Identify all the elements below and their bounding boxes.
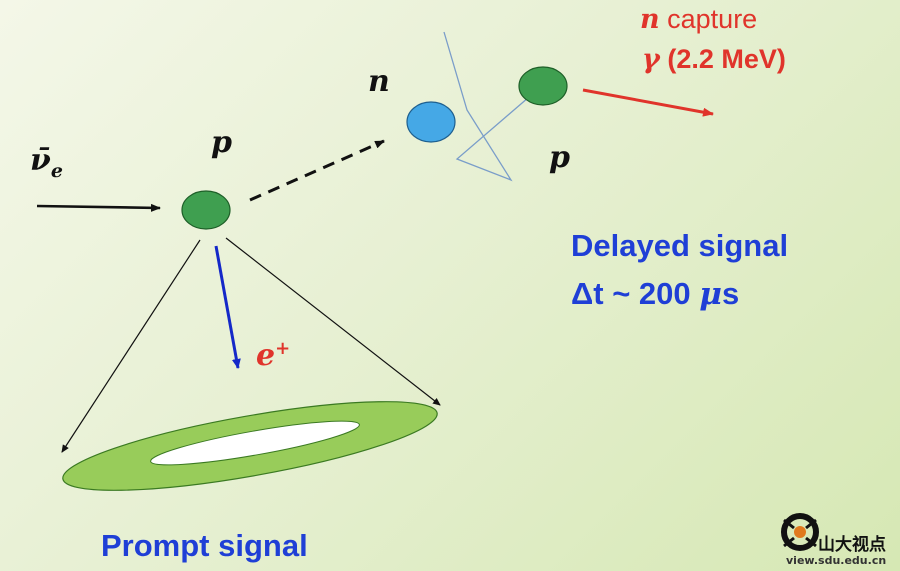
positron-symbol: e [256, 338, 276, 373]
gamma-energy-text: (2.2 MeV) [659, 44, 786, 74]
antineutrino-arrow [36, 203, 161, 212]
watermark-url: view.sdu.edu.cn [786, 554, 887, 567]
gamma-symbol: γ [642, 44, 660, 75]
gamma-energy-label: γ (2.2 MeV) [642, 44, 786, 75]
n-capture-label: n capture [640, 4, 757, 35]
proton-capture [518, 66, 568, 106]
positron-label: e+ [256, 338, 290, 373]
neutron-label: n [368, 64, 390, 99]
antineutrino-label: ν̄e [30, 143, 63, 182]
n-capture-symbol: n [640, 4, 660, 35]
positron-superscript: + [275, 338, 291, 359]
gamma-arrow [582, 88, 714, 117]
prompt-signal-label: Prompt signal [101, 528, 308, 563]
delayed-mu-symbol: μ [699, 276, 722, 312]
watermark-logo-icon [781, 513, 819, 551]
delayed-dt-text: Δt ~ 200 [571, 276, 700, 311]
neutron-path-arrow [249, 139, 385, 202]
positron-arrow [214, 245, 241, 369]
proton-target [181, 190, 231, 230]
watermark-chinese-text: 山大视点 [818, 535, 886, 555]
antineutrino-subscript: e [50, 160, 63, 182]
n-capture-text: capture [659, 4, 758, 34]
cone-line-left [61, 239, 201, 453]
proton-label-1: p [211, 125, 232, 160]
delayed-signal-title: Delayed signal [571, 228, 789, 263]
watermark: 山大视点 view.sdu.edu.cn [780, 508, 898, 570]
antineutrino-symbol: ν̄ [30, 143, 51, 178]
proton-label-2: p [549, 140, 570, 175]
delayed-unit-text: s [721, 276, 740, 311]
cone-line-right [225, 237, 441, 406]
detector-ring-hole [150, 420, 360, 466]
neutron [406, 101, 456, 143]
delayed-signal-time: Δt ~ 200 μs [571, 276, 739, 312]
neutron-scatter-path [443, 31, 544, 182]
